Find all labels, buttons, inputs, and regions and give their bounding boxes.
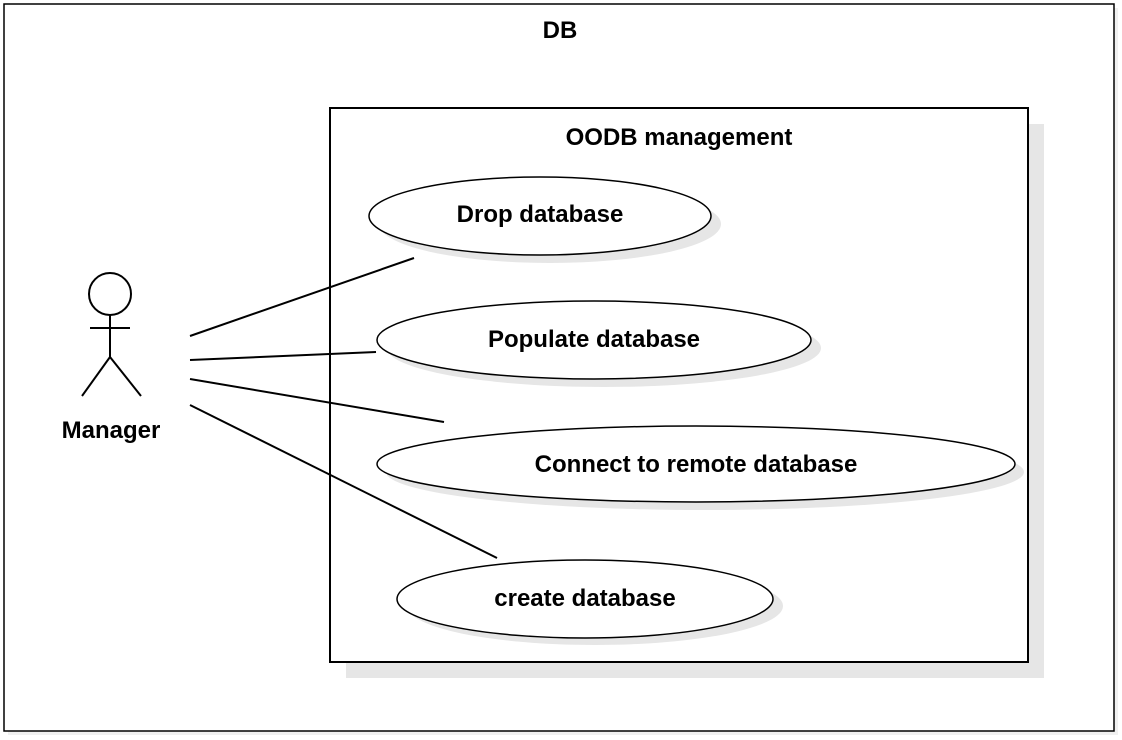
association-drop-database (189, 257, 415, 337)
use-case-populate-database[interactable]: Populate database (376, 300, 821, 387)
actor-right-leg (109, 356, 142, 397)
actor-figure-icon (81, 272, 142, 397)
actor-name: Manager (62, 417, 161, 444)
use-case-drop-database[interactable]: Drop database (368, 176, 721, 263)
use-case-drop-database-shape (368, 176, 712, 256)
use-case-connect-remote-database-label: Connect to remote database (535, 451, 858, 478)
use-case-connect-remote-database[interactable]: Connect to remote database (376, 425, 1024, 510)
association-populate-database (189, 351, 377, 361)
actor-manager[interactable]: Manager (62, 272, 161, 444)
actor-head (88, 272, 132, 316)
use-case-connect-remote-database-shape (376, 425, 1016, 503)
system-boundary-title: OODB management (566, 124, 793, 151)
use-case-create-database[interactable]: create database (396, 559, 783, 645)
association-create-database (189, 404, 498, 559)
use-case-populate-database-label: Populate database (488, 326, 700, 353)
association-connect-remote-database (189, 378, 445, 423)
use-case-create-database-shape (396, 559, 774, 639)
outer-boundary-title: DB (543, 17, 578, 44)
use-case-drop-database-label: Drop database (457, 201, 624, 228)
use-case-create-database-label: create database (494, 585, 675, 612)
associations (189, 257, 498, 559)
actor-left-leg (81, 356, 111, 397)
use-case-populate-database-shape (376, 300, 812, 380)
